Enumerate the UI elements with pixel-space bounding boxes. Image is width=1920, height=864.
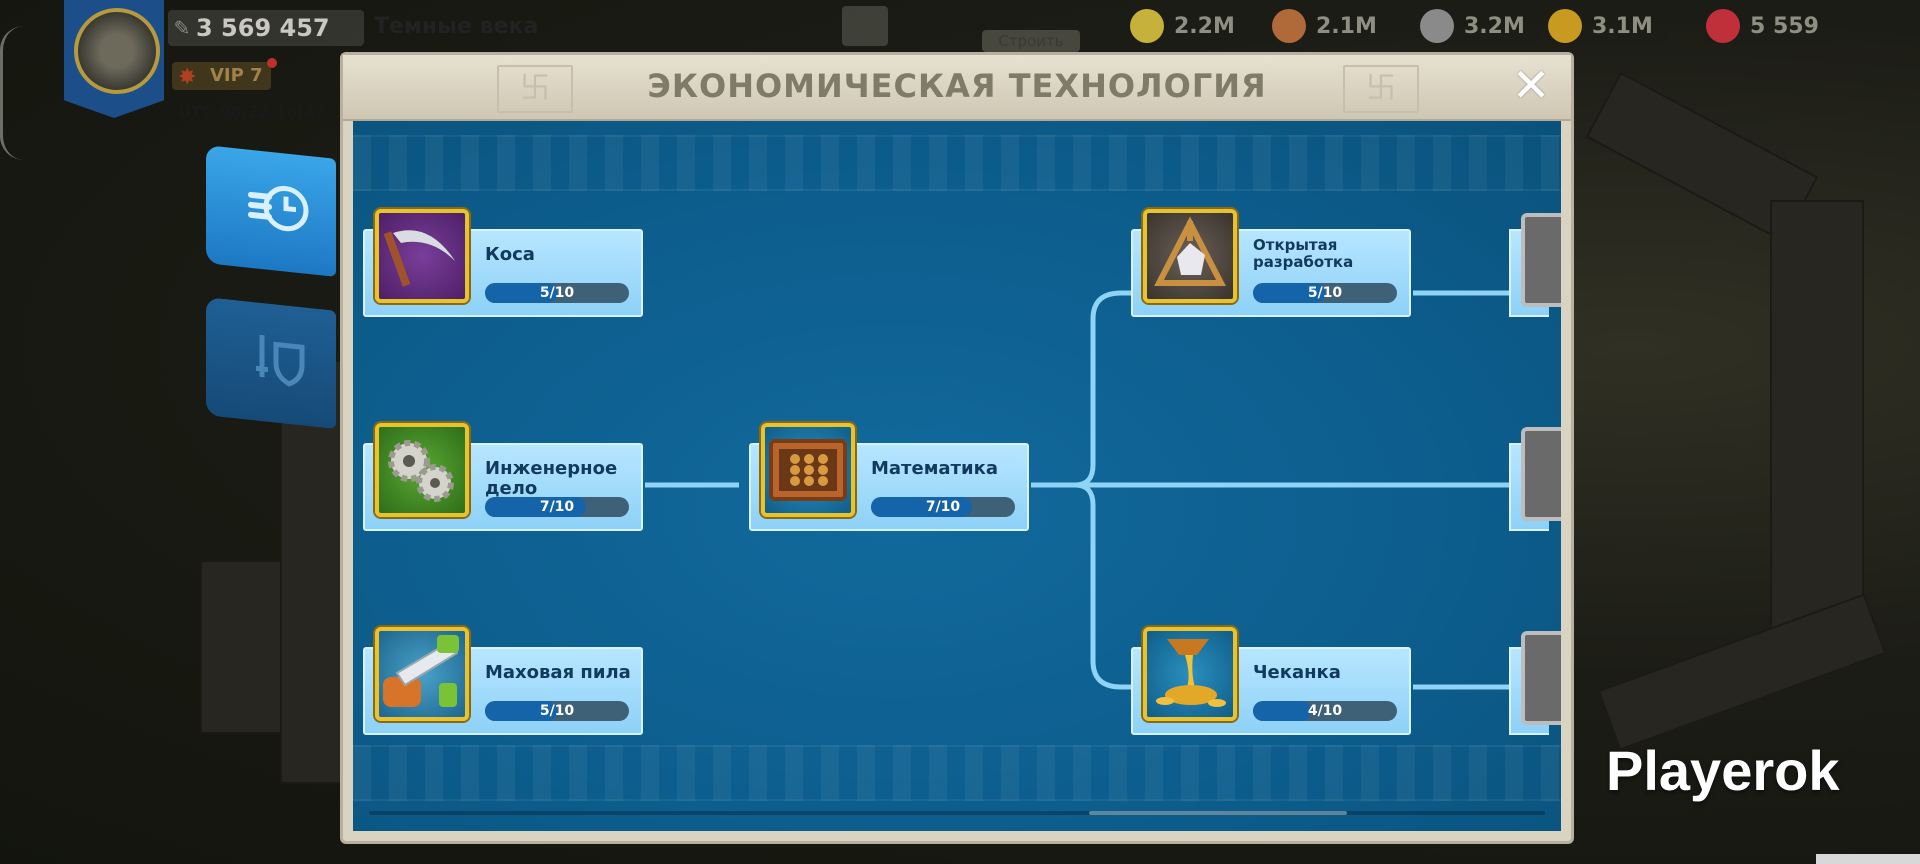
resource-gems[interactable]: 5 559 [1706,8,1835,44]
gears-icon [375,423,469,517]
tech-name: Коса [485,244,535,265]
meander-band-bottom [353,745,1561,801]
tech-progress-fill [871,497,972,517]
abacus-icon [761,423,855,517]
tech-panel: 卐 卐 ЭКОНОМИЧЕСКАЯ ТЕХНОЛОГИЯ ✕ [340,52,1574,844]
tech-progress-bar: 5/10 [1253,283,1397,303]
tech-progress-bar: 4/10 [1253,701,1397,721]
tech-connectors [645,290,1513,690]
horizontal-scrollbar[interactable] [369,811,1545,815]
tech-progress-text: 5/10 [539,285,575,301]
resource-value: 3.2M [1464,13,1525,39]
resource-wood[interactable]: 2.1M [1272,8,1393,44]
mining-icon [1143,209,1237,303]
corner-bar [1816,854,1920,864]
meander-band-top [353,135,1561,191]
tech-progress-text: 7/10 [539,499,575,515]
tech-progress-text: 5/10 [539,703,575,719]
tech-progress-bar: 5/10 [485,283,629,303]
resource-stone[interactable]: 3.2M [1420,8,1541,44]
connector-branch-minting [1074,482,1135,690]
vip-icon: ✸ [178,65,197,90]
tech-node-engineering[interactable]: Инженерное дело 7/10 [363,423,643,531]
tech-progress-bar: 5/10 [485,701,629,721]
tech-node-math[interactable]: Математика 7/10 [749,423,1029,531]
saw-icon [375,627,469,721]
tech-progress-bar: 7/10 [485,497,629,517]
meander-ornament-right: 卐 [1343,65,1419,113]
minting-icon [1143,627,1237,721]
build-icon[interactable] [842,6,888,46]
tech-progress-text: 5/10 [1307,285,1343,301]
panel-header: 卐 卐 ЭКОНОМИЧЕСКАЯ ТЕХНОЛОГИЯ ✕ [343,55,1571,121]
scrollbar-thumb[interactable] [1089,811,1347,815]
food-icon [1130,9,1164,43]
connector-branch-mining [1074,290,1135,488]
notification-dot [266,58,277,68]
tech-name: Открытая разработка [1253,236,1354,271]
castle-wall [1770,200,1864,664]
resource-value: 3.1M [1592,13,1653,39]
tech-node-mining[interactable]: Открытая разработка 5/10 [1131,209,1411,317]
locked-tech-icon [1521,631,1561,725]
tech-node-next-locked[interactable] [1509,213,1561,317]
resource-gold[interactable]: 3.1M [1548,8,1669,44]
tech-progress-fill [485,497,586,517]
meander-ornament-left: 卐 [497,65,573,113]
tech-node-next-locked[interactable] [1509,631,1561,735]
tech-node-kosa[interactable]: Коса 5/10 [363,209,643,317]
resource-value: 2.1M [1316,13,1377,39]
tech-name: Чеканка [1253,662,1341,683]
power-value: 3 569 457 [196,14,330,42]
stone-icon [1420,9,1454,43]
gem-icon [1706,9,1740,43]
tech-name: Инженерное дело [485,458,618,499]
tech-progress-fill [485,701,557,721]
tech-progress-bar: 7/10 [871,497,1015,517]
tech-name: Математика [871,458,998,479]
watermark-text: Playerok [1606,739,1840,802]
coin-clock-icon [248,185,309,232]
sword-shield-icon [256,334,305,387]
server-time: UTC 08/22 18:47 [178,102,327,121]
power-display: ✎ 3 569 457 [168,10,364,46]
tech-progress-fill [1253,701,1311,721]
tech-progress-text: 7/10 [925,499,961,515]
gold-icon [1548,9,1582,43]
pen-icon: ✎ [173,16,191,40]
era-label: Темные века [374,14,539,39]
build-button[interactable]: Строить [982,30,1080,52]
close-icon: ✕ [1511,58,1551,112]
tech-node-minting[interactable]: Чеканка 4/10 [1131,627,1411,735]
tech-node-next-locked[interactable] [1509,427,1561,531]
tech-progress-fill [1253,283,1325,303]
wood-icon [1272,9,1306,43]
resource-value: 2.2M [1174,13,1235,39]
vip-badge[interactable]: ✸ VIP 7 [172,58,277,90]
tech-progress-text: 4/10 [1307,703,1343,719]
close-button[interactable]: ✕ [1507,61,1555,109]
left-arc-decoration [0,26,27,160]
panel-title: ЭКОНОМИЧЕСКАЯ ТЕХНОЛОГИЯ [647,67,1267,105]
tech-progress-fill [485,283,557,303]
avatar[interactable] [74,8,160,94]
scythe-icon [375,209,469,303]
tab-economic-tech[interactable] [206,145,336,277]
tab-military-tech[interactable] [206,297,336,429]
tech-tree-board[interactable]: Коса 5/10 Инженерное дело 7/10 [353,121,1561,831]
locked-tech-icon [1521,213,1561,307]
vip-label: VIP 7 [210,65,263,86]
resource-value: 5 559 [1750,13,1819,39]
locked-tech-icon [1521,427,1561,521]
resource-food[interactable]: 2.2M [1130,8,1251,44]
tech-node-saw[interactable]: Маховая пила 5/10 [363,627,643,735]
tech-name: Маховая пила [485,662,631,683]
